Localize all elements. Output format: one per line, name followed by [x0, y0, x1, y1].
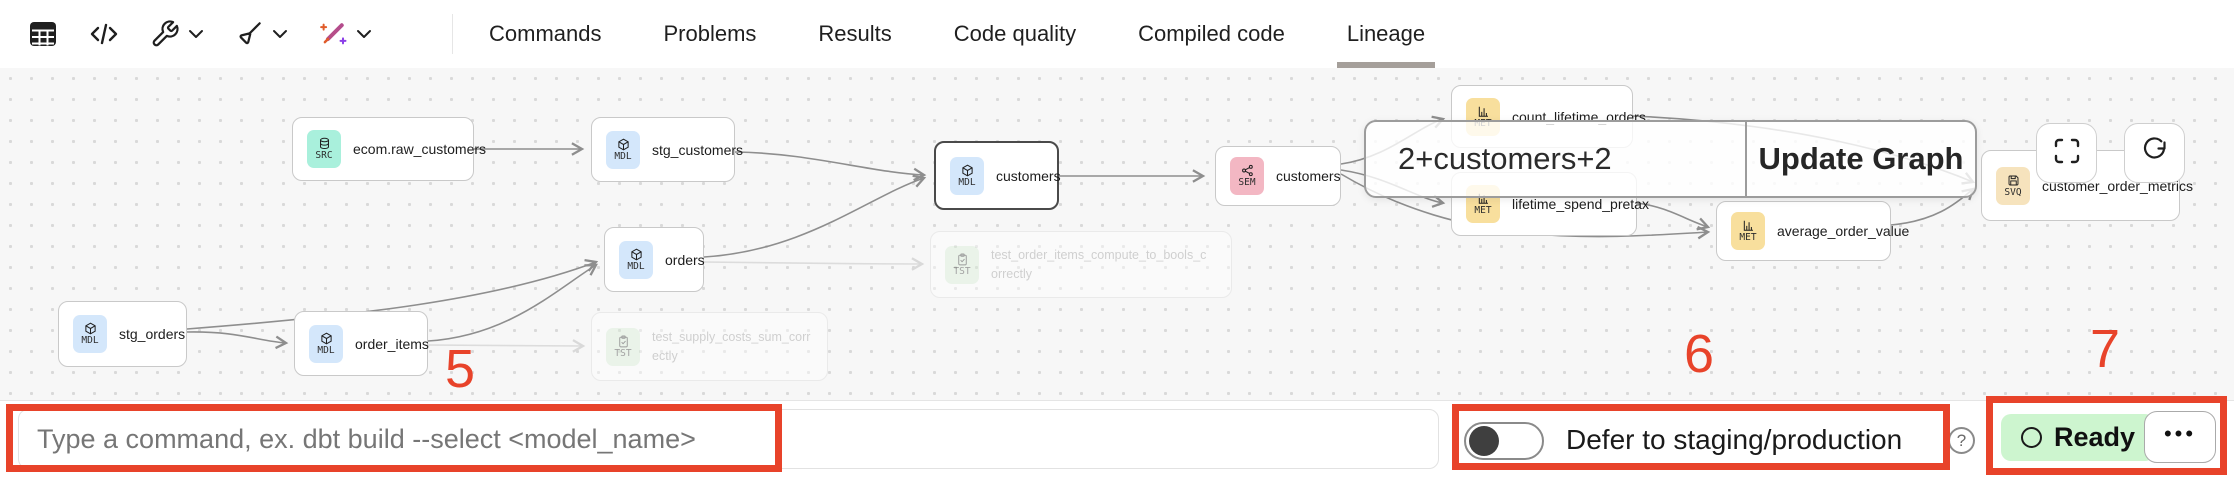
- share-icon: [1241, 165, 1253, 177]
- source-badge: SRC: [307, 130, 341, 168]
- tab-results[interactable]: Results: [818, 21, 892, 46]
- status-ready-button[interactable]: Ready: [2001, 414, 2156, 461]
- database-icon: [319, 138, 329, 150]
- chevron-down-icon: [188, 28, 204, 40]
- table-view-icon: [28, 19, 58, 49]
- update-graph-button[interactable]: Update Graph: [1745, 122, 1975, 196]
- semantic-badge: SEM: [1230, 157, 1264, 195]
- lineage-node-source[interactable]: SRC ecom.raw_customers: [292, 117, 486, 181]
- defer-toggle[interactable]: [1464, 422, 1544, 460]
- cube-icon: [320, 332, 332, 345]
- saved-query-badge: SVQ: [1996, 166, 2030, 205]
- refresh-button[interactable]: [2124, 123, 2185, 183]
- table-view-button[interactable]: [28, 19, 58, 49]
- code-button[interactable]: [88, 19, 120, 49]
- build-tools-button[interactable]: [150, 19, 204, 49]
- fullscreen-button[interactable]: [2036, 123, 2097, 183]
- status-circle-icon: [2021, 427, 2042, 448]
- toolbar-divider: [452, 14, 453, 54]
- node-label: test_supply_costs_sum_correctly: [652, 330, 811, 363]
- chevron-down-icon: [356, 28, 372, 40]
- floppy-disk-icon: [2008, 175, 2018, 186]
- lineage-node-customers-model[interactable]: MDL customers: [934, 141, 1061, 210]
- node-label: orders: [665, 251, 705, 268]
- lineage-node-customers-semantic[interactable]: SEM customers: [1215, 146, 1341, 206]
- fullscreen-icon: [2052, 136, 2082, 171]
- node-label: ecom.raw_customers: [353, 141, 487, 157]
- cube-icon: [961, 164, 973, 177]
- model-badge: MDL: [606, 130, 640, 169]
- status-label: Ready: [2054, 422, 2136, 452]
- status-bar: Defer to staging/production ? Ready •••: [0, 400, 2234, 478]
- tab-commands[interactable]: Commands: [489, 21, 602, 46]
- clipboard-check-icon: [618, 335, 628, 348]
- help-icon[interactable]: ?: [1948, 427, 1975, 454]
- ai-assist-button[interactable]: [318, 19, 372, 49]
- clipboard-check-icon: [957, 253, 967, 266]
- lineage-node-stg-customers[interactable]: MDL stg_customers: [591, 117, 743, 182]
- lineage-canvas[interactable]: SRC ecom.raw_customers MDL stg_customers…: [0, 68, 2234, 400]
- refresh-icon: [2140, 136, 2170, 171]
- cube-icon: [630, 248, 642, 261]
- code-icon: [88, 19, 120, 49]
- broom-icon: [234, 19, 264, 49]
- chevron-down-icon: [272, 28, 288, 40]
- lineage-node-test-supply-costs[interactable]: TST test_supply_costs_sum_correctly: [591, 312, 828, 381]
- node-label: order_items: [355, 335, 429, 352]
- node-label: stg_customers: [652, 141, 744, 158]
- lineage-node-order-items[interactable]: MDL order_items: [294, 311, 429, 376]
- tab-problems[interactable]: Problems: [663, 21, 757, 46]
- toolbar-icon-group: [28, 0, 402, 68]
- cleanup-button[interactable]: [234, 19, 288, 49]
- tab-compiled-code[interactable]: Compiled code: [1138, 21, 1285, 46]
- lineage-selector-overlay: 2+customers+2 Update Graph: [1364, 120, 1977, 198]
- lineage-node-stg-orders[interactable]: MDL stg_orders: [58, 301, 187, 367]
- node-label: customers: [996, 167, 1061, 184]
- cube-icon: [84, 322, 96, 335]
- bar-chart-icon: [1743, 221, 1753, 231]
- node-label: average_order_value: [1777, 223, 1910, 239]
- lineage-select-input[interactable]: 2+customers+2: [1398, 141, 1612, 176]
- command-input[interactable]: [18, 409, 1439, 469]
- model-badge: MDL: [309, 324, 343, 363]
- lineage-node-test-order-items[interactable]: TST test_order_items_compute_to_bools_co…: [930, 231, 1232, 298]
- wrench-icon: [150, 19, 180, 49]
- lineage-node-orders[interactable]: MDL orders: [604, 227, 705, 292]
- defer-label: Defer to staging/production: [1566, 424, 1903, 455]
- node-label: test_order_items_compute_to_bools_correc…: [991, 248, 1207, 281]
- model-badge: MDL: [619, 240, 653, 279]
- toggle-knob: [1469, 426, 1499, 456]
- panel-tabs: Commands Problems Results Code quality C…: [489, 0, 1436, 68]
- tab-code-quality[interactable]: Code quality: [953, 21, 1077, 46]
- node-label: stg_orders: [119, 326, 186, 342]
- tab-lineage[interactable]: Lineage: [1336, 0, 1436, 68]
- node-label: lifetime_spend_pretax: [1512, 196, 1649, 212]
- lineage-node-average-order-value[interactable]: MET average_order_value: [1716, 201, 1909, 261]
- top-toolbar: Commands Problems Results Code quality C…: [0, 0, 2234, 69]
- test-badge: TST: [945, 245, 979, 284]
- cube-icon: [617, 138, 629, 151]
- overflow-menu-button[interactable]: •••: [2144, 411, 2216, 463]
- node-label: customers: [1276, 168, 1341, 184]
- test-badge: TST: [606, 327, 640, 366]
- model-badge: MDL: [950, 156, 984, 195]
- ai-pen-icon: [318, 19, 348, 49]
- model-badge: MDL: [73, 315, 107, 353]
- bar-chart-icon: [1478, 106, 1488, 117]
- metric-badge: MET: [1731, 212, 1765, 250]
